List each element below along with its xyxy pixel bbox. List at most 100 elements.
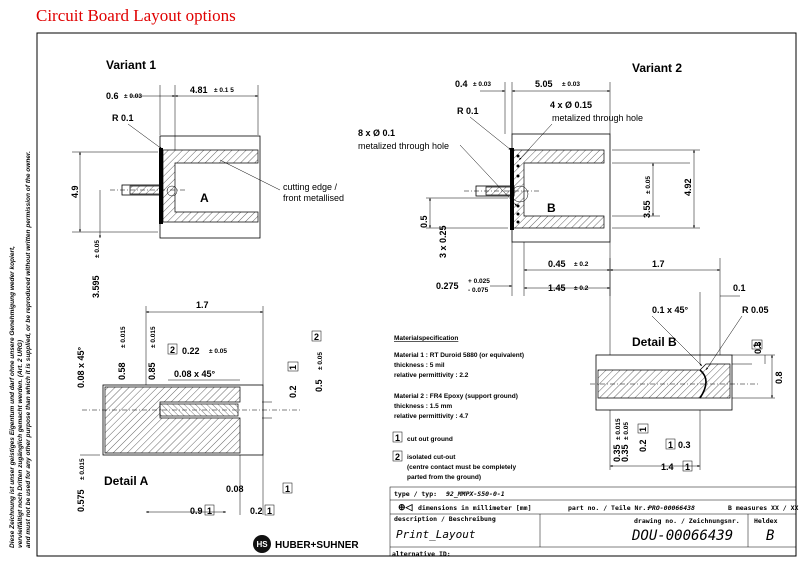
variant1-tol-top-right: ± 0.1 5 — [214, 87, 234, 94]
variant1-detail-circle — [166, 185, 178, 197]
detailA-box2b-num: 2 — [314, 332, 319, 342]
detailA-box2 — [167, 343, 178, 355]
legend1-box — [392, 431, 403, 443]
title-type-value: 92_MMPX-S50-0-1 — [446, 490, 505, 498]
variant2-leader — [469, 116, 512, 151]
detailB-dim-02: 0.2 — [638, 439, 648, 452]
detailB-chamfer: 0.1 x 45° — [652, 305, 689, 315]
legend2-text3: parted from the ground) — [407, 474, 481, 481]
variant1-detail-letter: A — [200, 191, 209, 205]
materials-block: Materialspecification Material 1 : RT Du… — [392, 335, 524, 481]
variant1-dim-top-right: 4.81 — [190, 85, 208, 95]
variant2-detail-circle — [511, 185, 529, 203]
materials-m1-line1: Material 1 : RT Duroid 5880 (or equivale… — [394, 352, 524, 359]
side-note-line1: Diese Zeichnung ist unser geistiges Eige… — [9, 246, 16, 548]
detailB-box1-03-num: 1 — [668, 440, 673, 450]
detailB-box1b — [637, 423, 649, 434]
detailB-box1c-num: 1 — [685, 462, 690, 472]
detailB-dim-01: 0.1 — [733, 283, 746, 293]
detailB-dim-08: 0.8 — [774, 371, 784, 384]
detailA-title: Detail A — [104, 474, 149, 488]
materials-m2-line2: thickness : 1.5 mm — [394, 403, 452, 410]
detailB-ground-plane — [597, 363, 731, 399]
materials-m2-line3: relative permittivity : 4.7 — [394, 413, 469, 420]
title-index-label: Heldex — [754, 517, 778, 525]
detailA-box1-num: 1 — [288, 365, 298, 370]
detailB-box1-03 — [665, 438, 676, 450]
detailB-box1c — [682, 460, 693, 472]
legend2-text2: (centre contact must be completely — [407, 464, 516, 471]
projection-icon: ⊕◁ — [398, 502, 414, 512]
detailA-dim-02: 0.2 — [288, 385, 298, 398]
variant2-dim-3x025: 3 x 0.25 — [438, 225, 448, 258]
variant2-holes4: 4 x Ø 0.15 — [550, 100, 592, 110]
variant1-leader — [127, 123, 163, 150]
variant2-leader — [518, 123, 553, 161]
variant2-dim-145: 1.45 — [548, 283, 566, 293]
variant2-tol-045: ± 0.2 — [574, 261, 589, 268]
variant2-view: Variant 2 B 0.4 ± 0.03 5.05 ± 0.03 R 0.1… — [358, 61, 700, 296]
title-desc-value: Print_Layout — [396, 528, 476, 541]
detailA-chamfer2: 0.08 x 45° — [174, 369, 216, 379]
variant2-connector-body — [485, 186, 515, 196]
side-note-line2: vervielfältigt noch Dritten zugänglich g… — [17, 340, 24, 548]
detailA-tol-0575: ± 0.015 — [79, 458, 86, 480]
title-dims-note: dimensions in millimeter [mm] — [418, 504, 532, 512]
materials-heading: Materialspecification — [394, 335, 458, 342]
title-index-value: B — [766, 528, 774, 544]
detailA-tol-085: ± 0.015 — [150, 326, 157, 348]
detailB-leader — [705, 315, 743, 371]
legend2-num: 2 — [395, 452, 400, 462]
detailA-chamfer1: 0.08 x 45° — [76, 346, 86, 388]
detailA-box1b — [282, 482, 293, 494]
variant2-via-row — [516, 154, 520, 224]
variant1-title: Variant 1 — [106, 58, 156, 72]
variant2-height-inner: 3.55 — [642, 200, 652, 218]
variant2-radius: R 0.1 — [457, 106, 479, 116]
materials-m1-line2: thickness : 5 mil — [394, 362, 445, 369]
variant2-holes8-note: metalized through hole — [358, 141, 449, 151]
detailB-dim-17: 1.7 — [652, 259, 665, 269]
detailA-box1d-num: 1 — [267, 506, 272, 516]
variant1-view: Variant 1 A 0.6 ± 0.03 4.81 ± 0.1 5 R 0.… — [70, 58, 344, 298]
variant1-ground-plane — [160, 149, 259, 223]
company-name: HUBER+SUHNER — [275, 540, 359, 551]
detailB-dim-035a: 0.35 — [612, 444, 622, 462]
title-desc-label: description / Beschreibung — [394, 515, 496, 523]
detailB-tol-035b: ± 0.05 — [623, 422, 630, 440]
detailA-dim-058: 0.58 — [117, 362, 127, 380]
variant2-title: Variant 2 — [632, 61, 682, 75]
company-logo-mark: HS — [256, 540, 268, 549]
detailB-board-outline — [595, 354, 733, 411]
side-note-line3: and must not be used for any other purpo… — [25, 151, 32, 548]
variant2-leader — [459, 144, 518, 207]
detailA-tol-05: ± 0.05 — [317, 352, 324, 370]
detailA-dim-085: 0.85 — [147, 362, 157, 380]
detailA-dim-008: 0.08 — [226, 484, 244, 494]
detailB-dim-03b: 0.3 — [678, 440, 691, 450]
variant2-dim-0275: 0.275 — [436, 281, 459, 291]
detailA-dim-02b: 0.2 — [250, 506, 263, 516]
detailB-dim-035b: 0.35 — [620, 444, 630, 462]
detailB-box1b-num: 1 — [638, 427, 648, 432]
detailB-leader — [651, 315, 703, 367]
detailB-title: Detail B — [632, 335, 677, 349]
detailA-box1d — [264, 504, 275, 516]
variant2-tol-0275-plus: + 0.025 — [468, 278, 490, 285]
variant2-holes8: 8 x Ø 0.1 — [358, 128, 395, 138]
detailA-box1b-num: 1 — [285, 484, 290, 494]
variant1-dim-bottom: 3.595 — [91, 275, 101, 298]
legend1-text: cut out ground — [407, 436, 453, 443]
variant2-tol-top-left: ± 0.03 — [473, 81, 491, 88]
detailB-box1 — [751, 339, 763, 350]
title-part-label: part no. / Teile Nr.: — [568, 504, 650, 512]
variant2-dim-top-right: 5.05 — [535, 79, 553, 89]
legend1-num: 1 — [395, 433, 400, 443]
detailA-box2b — [311, 330, 322, 342]
detailA-ground-plane — [104, 386, 241, 454]
variant2-tol-inner: ± 0.05 — [645, 176, 652, 194]
detailB-dim-03: 0.3 — [753, 341, 763, 354]
detailA-box2-num: 2 — [170, 345, 175, 355]
detailA-board-outline — [102, 384, 264, 456]
variant2-ground-plane — [511, 149, 605, 229]
